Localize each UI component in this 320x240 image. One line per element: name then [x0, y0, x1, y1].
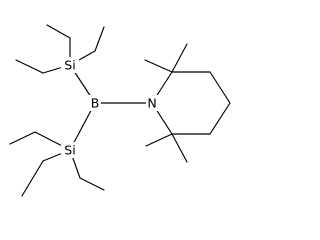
bond-si-top-ethyl2-b	[94, 26, 105, 52]
nitrogen-label: N	[147, 96, 156, 111]
molecule-diagram: Si B N Si	[9, 24, 231, 197]
boron-label: B	[91, 96, 100, 111]
bond-c2-methyl-left	[144, 59, 173, 73]
structure-canvas: Si B N Si	[9, 24, 231, 197]
bond-c4-c5	[209, 102, 231, 135]
bond-c2-methyl-up	[171, 43, 188, 73]
si-top-label-background	[61, 57, 79, 73]
bond-si-top-ethyl1-b	[46, 24, 71, 39]
bond-si-top-ethyl3-b	[15, 59, 44, 74]
bond-c6-methyl-left	[145, 133, 173, 147]
bond-si-bottom-ethyl1-b	[9, 131, 36, 145]
nitrogen-label-background	[146, 95, 158, 111]
bond-si-bottom-ethyl3-b	[79, 177, 105, 191]
boron-label-background	[89, 95, 101, 111]
si-bottom-label-background	[61, 142, 79, 158]
bond-c6-methyl-down	[171, 133, 188, 163]
bond-c3-c4	[209, 71, 231, 104]
bond-si-bottom-ethyl2-b	[21, 160, 44, 197]
si-bottom-label: Si	[64, 143, 75, 158]
si-top-label: Si	[64, 58, 75, 73]
